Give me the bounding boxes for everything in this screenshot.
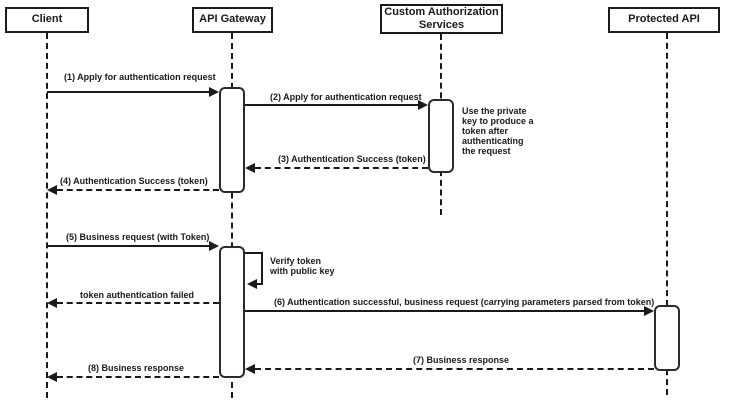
message-1-label: (1) Apply for authentication request — [64, 72, 216, 82]
message-4-line — [57, 189, 219, 191]
activation-api-gateway-business — [219, 246, 245, 378]
message-6-label: (6) Authentication successful, business … — [274, 297, 655, 307]
lifeline-api-gateway — [231, 33, 233, 398]
arrowhead-right-icon — [418, 100, 428, 110]
participant-protected-api-label: Protected API — [628, 13, 700, 26]
message-5-line — [47, 245, 209, 247]
message-3-label: (3) Authentication Success (token) — [278, 154, 426, 164]
message-1-line — [47, 91, 210, 93]
self-message-label: Verify token with public key — [270, 256, 335, 276]
activation-custom-auth — [428, 99, 454, 173]
message-7-label: (7) Business response — [413, 355, 510, 365]
message-2-label: (2) Apply for authentication request — [270, 92, 422, 102]
activation-api-gateway-auth — [219, 87, 245, 193]
arrowhead-left-icon — [245, 364, 255, 374]
participant-api-gateway: API Gateway — [192, 7, 273, 33]
message-8-line — [57, 376, 219, 378]
arrowhead-right-icon — [209, 241, 219, 251]
arrowhead-right-icon — [644, 306, 654, 316]
message-6-line — [245, 310, 645, 312]
lifeline-protected-api — [666, 33, 668, 395]
activation-protected-api — [654, 305, 680, 371]
arrowhead-left-icon — [47, 185, 57, 195]
self-message-right-line — [261, 252, 263, 284]
message-8-label: (8) Business response — [88, 363, 185, 373]
message-5-label: (5) Business request (with Token) — [66, 232, 210, 242]
participant-client: Client — [5, 7, 89, 33]
message-4-label: (4) Authentication Success (token) — [60, 176, 208, 186]
participant-api-gateway-label: API Gateway — [199, 13, 266, 26]
arrowhead-left-icon — [47, 372, 57, 382]
note-private-key: Use the private key to produce a token a… — [462, 106, 534, 156]
participant-custom-auth-label: Custom Authorization Services — [384, 5, 499, 31]
self-message-bottom-line — [256, 283, 263, 285]
message-token-failed-line — [57, 302, 219, 304]
arrowhead-left-icon — [245, 163, 255, 173]
self-message-top-line — [245, 252, 263, 254]
lifeline-client — [46, 33, 48, 398]
participant-protected-api: Protected API — [608, 7, 720, 33]
arrowhead-left-icon — [47, 298, 57, 308]
participant-custom-auth: Custom Authorization Services — [380, 4, 503, 34]
arrowhead-right-icon — [209, 87, 219, 97]
message-3-line — [255, 167, 428, 169]
message-7-line — [255, 368, 654, 370]
message-token-failed-label: token authentication failed — [80, 290, 195, 300]
arrowhead-left-icon — [247, 279, 257, 289]
participant-client-label: Client — [31, 13, 63, 26]
message-2-line — [245, 104, 419, 106]
